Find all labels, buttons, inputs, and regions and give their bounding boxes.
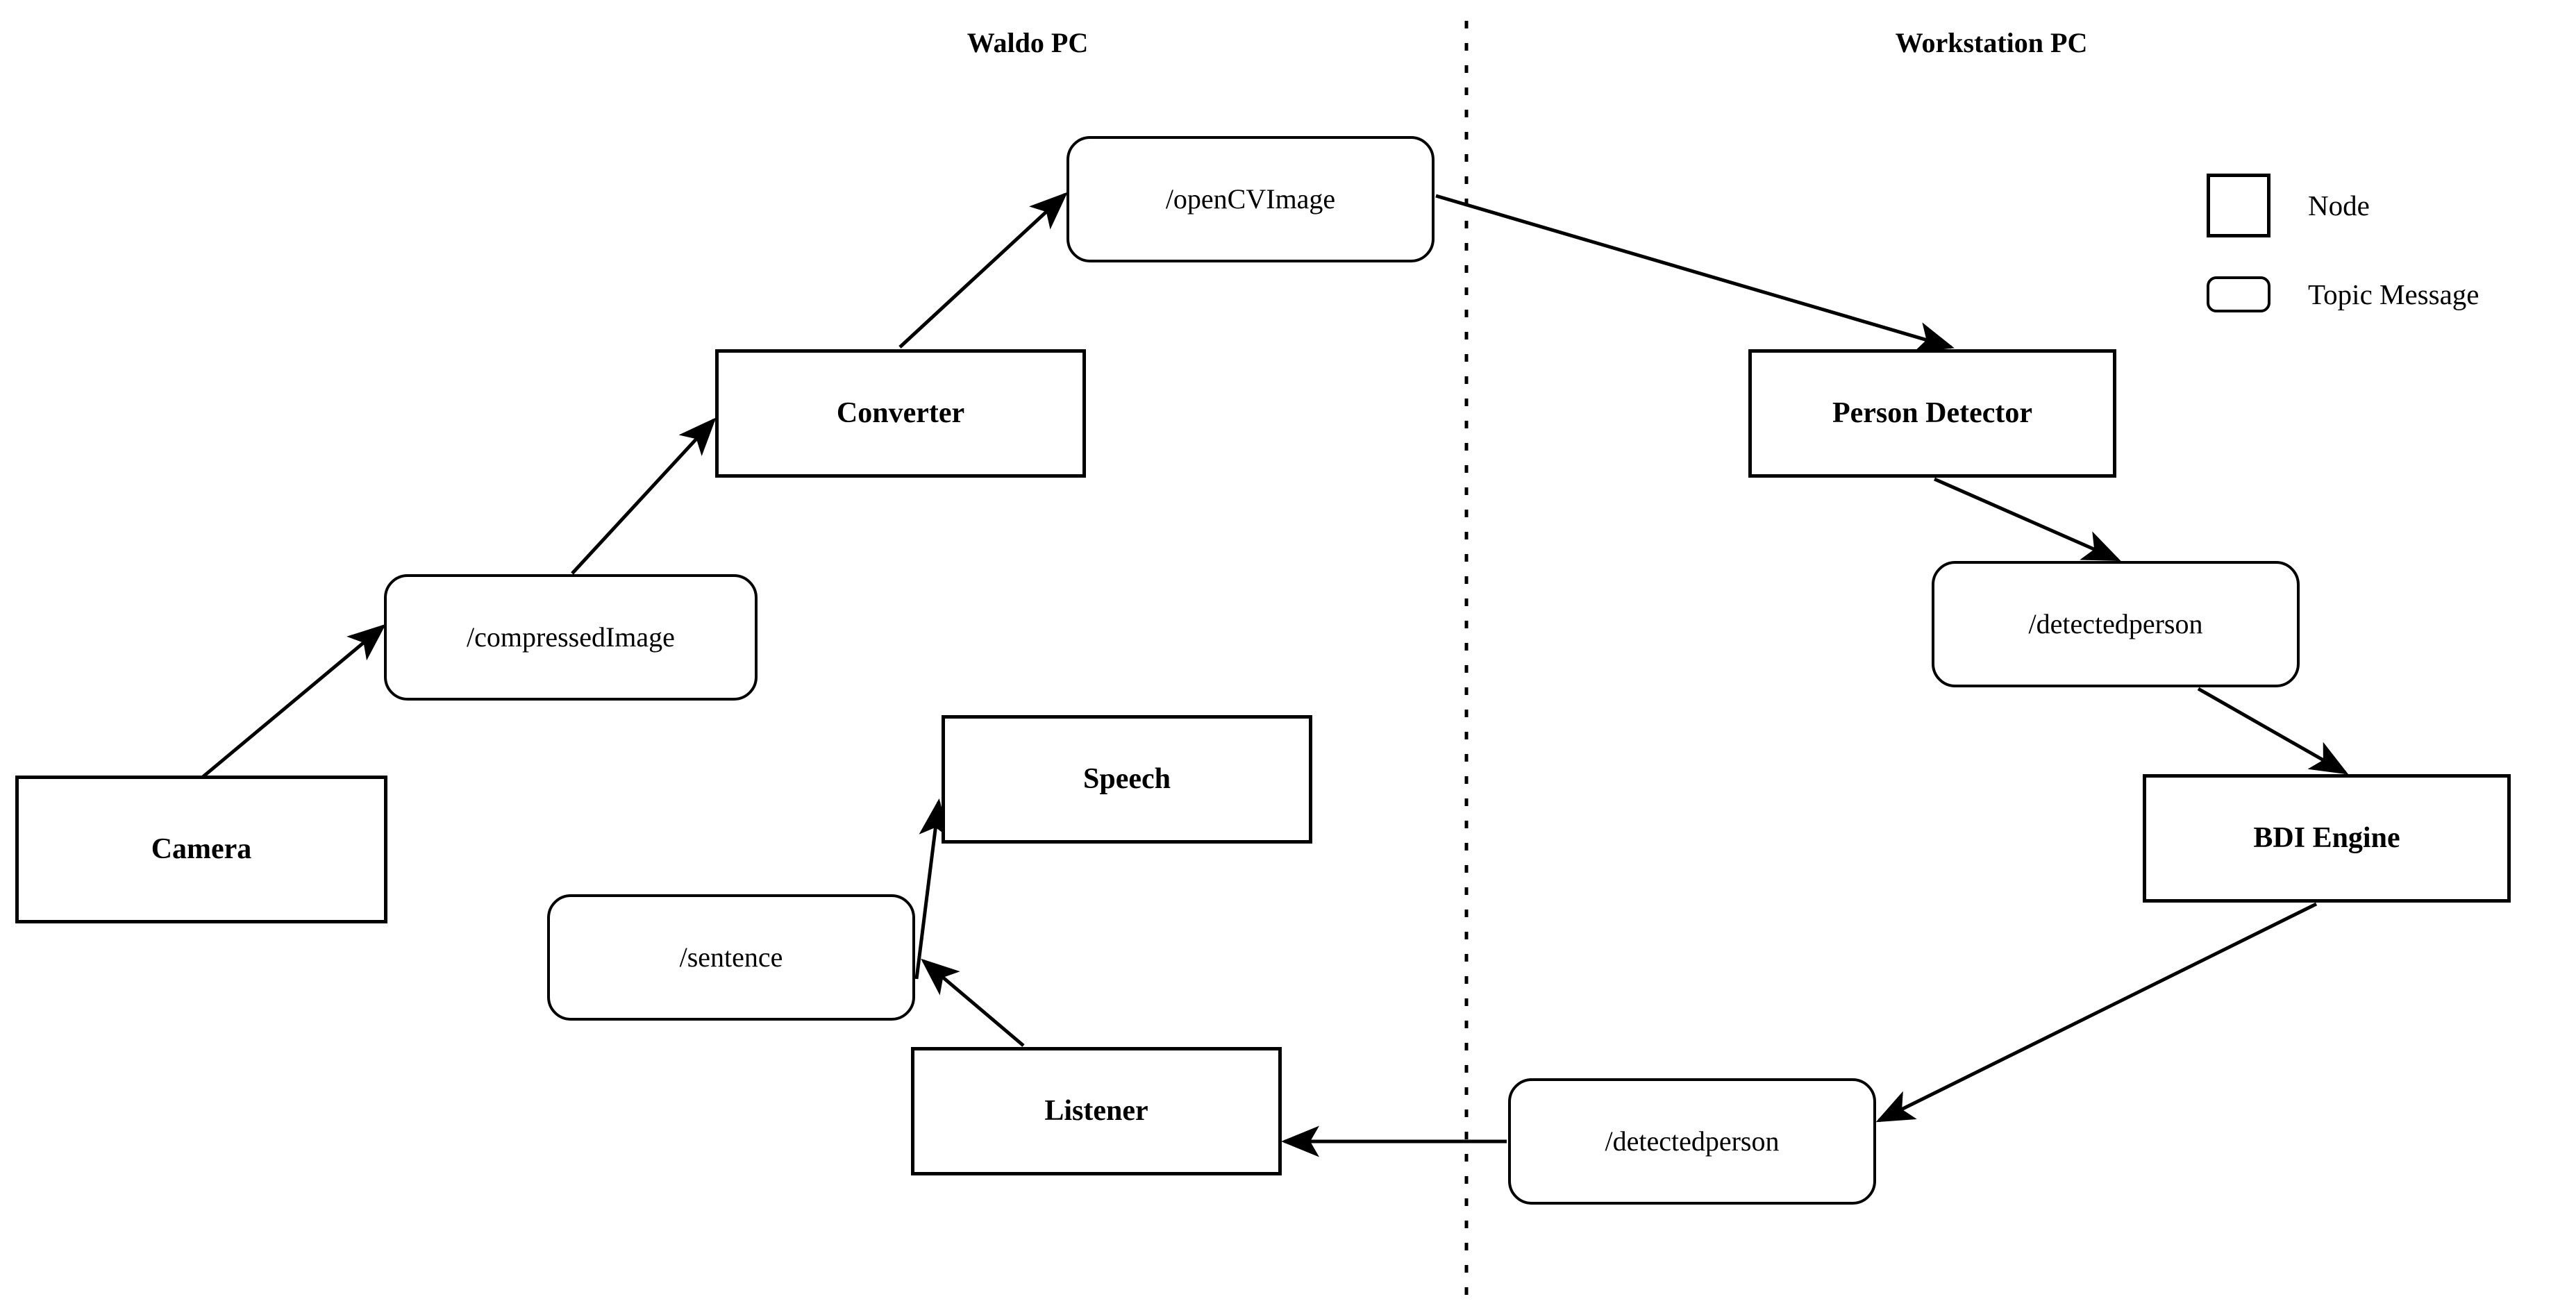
legend-topic-swatch-icon <box>2207 276 2270 312</box>
topic-detectedperson-upper[interactable]: /detectedperson <box>1932 561 2300 687</box>
edge-opencvimage-to-persondetector <box>1435 194 1955 353</box>
topic-sentence-label: /sentence <box>679 941 783 973</box>
edge-detectedperson-to-bdiengine <box>2197 687 2349 775</box>
legend-row-node: Node <box>2207 174 2370 237</box>
edge-sentence-to-speech <box>914 798 951 980</box>
node-speech[interactable]: Speech <box>942 715 1312 844</box>
edge-listener-to-sentence <box>921 958 1025 1047</box>
node-bdi-engine[interactable]: BDI Engine <box>2143 774 2511 903</box>
legend-topic-label: Topic Message <box>2308 278 2479 310</box>
node-listener[interactable]: Listener <box>911 1047 1282 1175</box>
topic-compressedimage-label: /compressedImage <box>467 621 675 653</box>
node-person-detector-label: Person Detector <box>1832 397 2032 430</box>
zone-title-waldo: Waldo PC <box>967 27 1089 58</box>
legend-node-label: Node <box>2308 190 2370 221</box>
node-listener-label: Listener <box>1044 1095 1148 1128</box>
node-camera[interactable]: Camera <box>15 776 387 923</box>
topic-detectedperson-upper-label: /detectedperson <box>2028 608 2203 639</box>
node-camera-label: Camera <box>151 833 252 866</box>
topic-sentence[interactable]: /sentence <box>547 894 915 1021</box>
topic-opencvimage-label: /openCVImage <box>1165 183 1336 215</box>
legend-row-topic: Topic Message <box>2207 276 2479 312</box>
edge-persondetector-to-detectedperson <box>1933 477 2121 562</box>
legend-node-swatch-icon <box>2207 174 2270 237</box>
edge-bdiengine-to-detectedperson2 <box>1875 902 2318 1123</box>
topic-opencvimage[interactable]: /openCVImage <box>1067 136 1435 262</box>
edge-converter-to-opencvimage <box>898 192 1068 349</box>
edge-compressedimage-to-converter <box>571 417 717 575</box>
node-speech-label: Speech <box>1083 763 1171 796</box>
topic-compressedimage[interactable]: /compressedImage <box>384 574 758 701</box>
zone-title-workstation: Workstation PC <box>1895 27 2088 58</box>
edge-camera-to-compressedimage <box>201 623 386 778</box>
node-converter[interactable]: Converter <box>715 349 1086 478</box>
topic-detectedperson-lower[interactable]: /detectedperson <box>1508 1078 1876 1205</box>
node-converter-label: Converter <box>836 397 965 430</box>
node-person-detector[interactable]: Person Detector <box>1748 349 2116 478</box>
node-bdi-engine-label: BDI Engine <box>2253 822 2400 855</box>
topic-detectedperson-lower-label: /detectedperson <box>1605 1125 1780 1157</box>
